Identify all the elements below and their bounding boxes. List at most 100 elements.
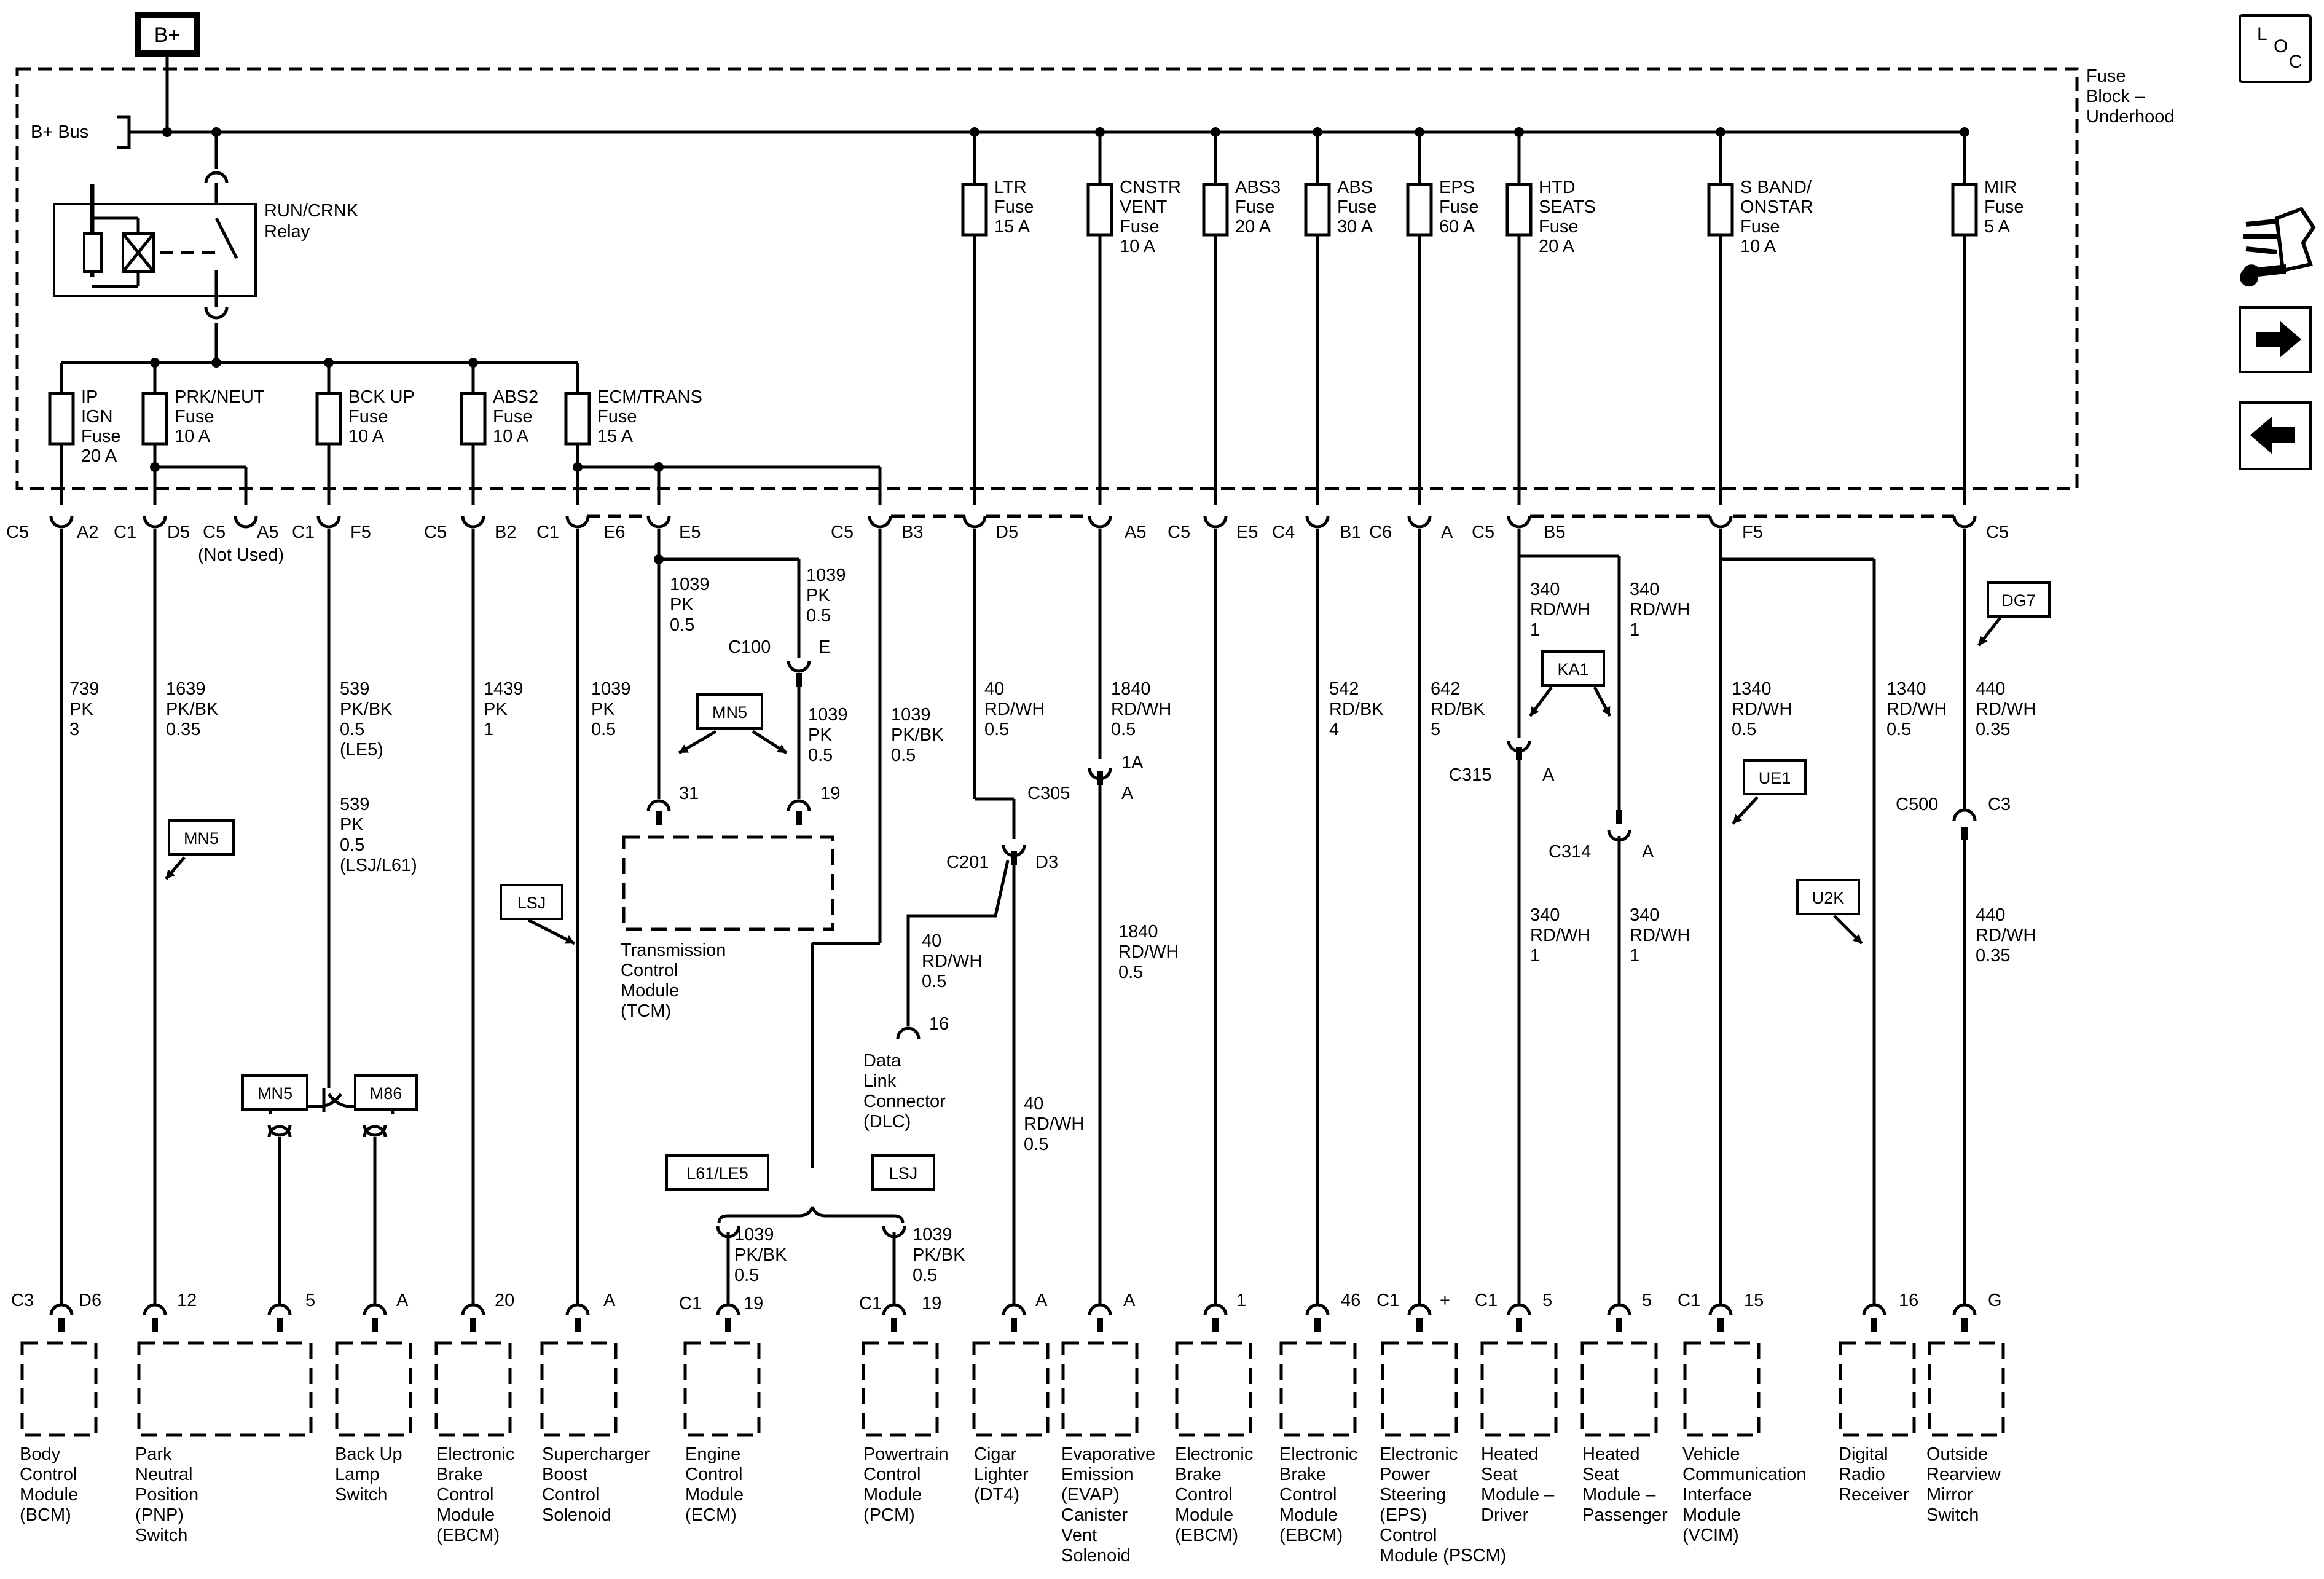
wire-label: 0.5 <box>1118 963 1143 982</box>
component-label: Communication <box>1682 1465 1806 1484</box>
fuse-label: Fuse <box>1439 197 1478 217</box>
tcm-label: Control <box>621 961 678 980</box>
component-label: Seat <box>1582 1465 1619 1484</box>
pin-label: B3 <box>901 522 923 542</box>
tag-arrowhead <box>565 935 575 944</box>
component-label: Electronic <box>1279 1444 1357 1464</box>
option-tag: MN5 <box>257 1084 292 1103</box>
component-label: Module <box>1682 1505 1741 1525</box>
module-pin-label: 1 <box>1236 1291 1246 1310</box>
connector-label: 19 <box>820 784 840 803</box>
wire-label: 0.5 <box>734 1266 759 1285</box>
fuse-label: Fuse <box>493 407 532 427</box>
wire-label: 0.35 <box>166 720 200 739</box>
option-tag: MN5 <box>712 703 747 722</box>
junction-dot <box>573 462 583 472</box>
fuse-icon <box>564 392 591 446</box>
bus-bracket <box>117 115 131 149</box>
back-arrow-button[interactable] <box>2239 401 2312 470</box>
wire-label: 440 <box>1976 679 2005 699</box>
component-label: Heated <box>1481 1444 1539 1464</box>
fuse-label: S BAND/ <box>1740 178 1812 197</box>
component-label: Control <box>20 1465 77 1484</box>
junction-dot <box>654 462 664 472</box>
module-pin-label: A <box>1035 1291 1048 1310</box>
connector-symbol <box>896 1026 921 1039</box>
fuse-block-connector <box>316 516 341 529</box>
module-pin-label: + <box>1440 1291 1450 1310</box>
tcm-label: Module <box>621 981 679 1001</box>
wire-label: (LE5) <box>340 740 383 760</box>
wire-label: 1840 <box>1118 922 1158 942</box>
module-connector <box>882 1303 906 1316</box>
wire-label: 1 <box>1630 620 1639 640</box>
pin-label: C1 <box>114 522 136 542</box>
wire-label: (LSJ/L61) <box>340 856 417 875</box>
connector-label: C100 <box>728 637 771 657</box>
component-label: Lighter <box>974 1465 1029 1484</box>
fuse-label: Fuse <box>1984 197 2024 217</box>
wire-label: 642 <box>1431 679 1460 699</box>
connector-pin <box>1516 747 1522 760</box>
connector-symbol <box>1952 808 1977 821</box>
connector-wrench-icon[interactable] <box>2240 207 2316 287</box>
component-label: Receiver <box>1839 1485 1909 1505</box>
module-pin-label: 20 <box>495 1291 514 1310</box>
connector-label: 16 <box>929 1014 949 1034</box>
loc-button[interactable]: L O C <box>2239 14 2312 83</box>
pin-label: D5 <box>167 522 190 542</box>
wire-label: 0.5 <box>591 720 616 739</box>
fuse-icon <box>1406 183 1433 237</box>
module-pin-label: C1 <box>1678 1291 1700 1310</box>
junction-dot <box>1313 127 1322 137</box>
connector-pin <box>796 811 802 825</box>
option-tag: U2K <box>1812 889 1845 907</box>
connector-label: 1A <box>1121 753 1144 773</box>
component-label: Driver <box>1481 1505 1529 1525</box>
option-tag-box <box>168 819 235 856</box>
component-label: Passenger <box>1582 1505 1668 1525</box>
fuse-label: EPS <box>1439 178 1475 197</box>
connector-pin <box>1314 1318 1321 1332</box>
module-connector <box>1507 1303 1531 1316</box>
pin-label: C5 <box>831 522 854 542</box>
bplus-label: B+ <box>154 23 181 47</box>
component-label: Back Up <box>335 1444 402 1464</box>
fuse-label: SEATS <box>1539 197 1596 217</box>
loc-box[interactable] <box>2239 14 2312 83</box>
component-label: Neutral <box>135 1465 193 1484</box>
module-pin-label: 19 <box>922 1294 941 1313</box>
fuse-block-connector <box>1507 516 1531 529</box>
module-pin-label: 5 <box>1642 1291 1652 1310</box>
component-label: Module <box>1175 1505 1233 1525</box>
wire-label: RD/WH <box>1118 942 1179 962</box>
forward-arrow-button[interactable] <box>2239 306 2312 373</box>
fuse-block-connector <box>1952 516 1977 529</box>
connector-label: C500 <box>1896 795 1938 814</box>
module-connector <box>1708 1303 1733 1316</box>
tag-arrowhead <box>1530 706 1539 716</box>
component-label: Rearview <box>1926 1465 2001 1484</box>
tag-arrowhead <box>1601 706 1611 716</box>
option-tag-box <box>871 1154 935 1191</box>
option-tag-box <box>696 693 763 730</box>
wire-label: 539 <box>340 679 369 699</box>
connector-pin <box>575 1318 581 1332</box>
wire-label: 1039 <box>891 705 931 725</box>
connector-pin <box>470 1318 476 1332</box>
pin-label: F5 <box>350 522 371 542</box>
wire-label: 1 <box>484 720 493 739</box>
connector-label: A <box>1642 842 1654 862</box>
pin-label: C1 <box>292 522 315 542</box>
wire-label: 739 <box>69 679 99 699</box>
wire-label: 1439 <box>484 679 524 699</box>
fuse-block-connector <box>461 516 485 529</box>
wire-label: 539 <box>340 795 369 814</box>
connector-symbol <box>787 799 811 812</box>
wire-label: 0.5 <box>340 720 364 739</box>
wire-label: 1 <box>1530 946 1540 966</box>
fuse-block-connector <box>565 516 590 529</box>
wrench-icon <box>2240 264 2286 287</box>
component-label: Control <box>436 1485 494 1505</box>
